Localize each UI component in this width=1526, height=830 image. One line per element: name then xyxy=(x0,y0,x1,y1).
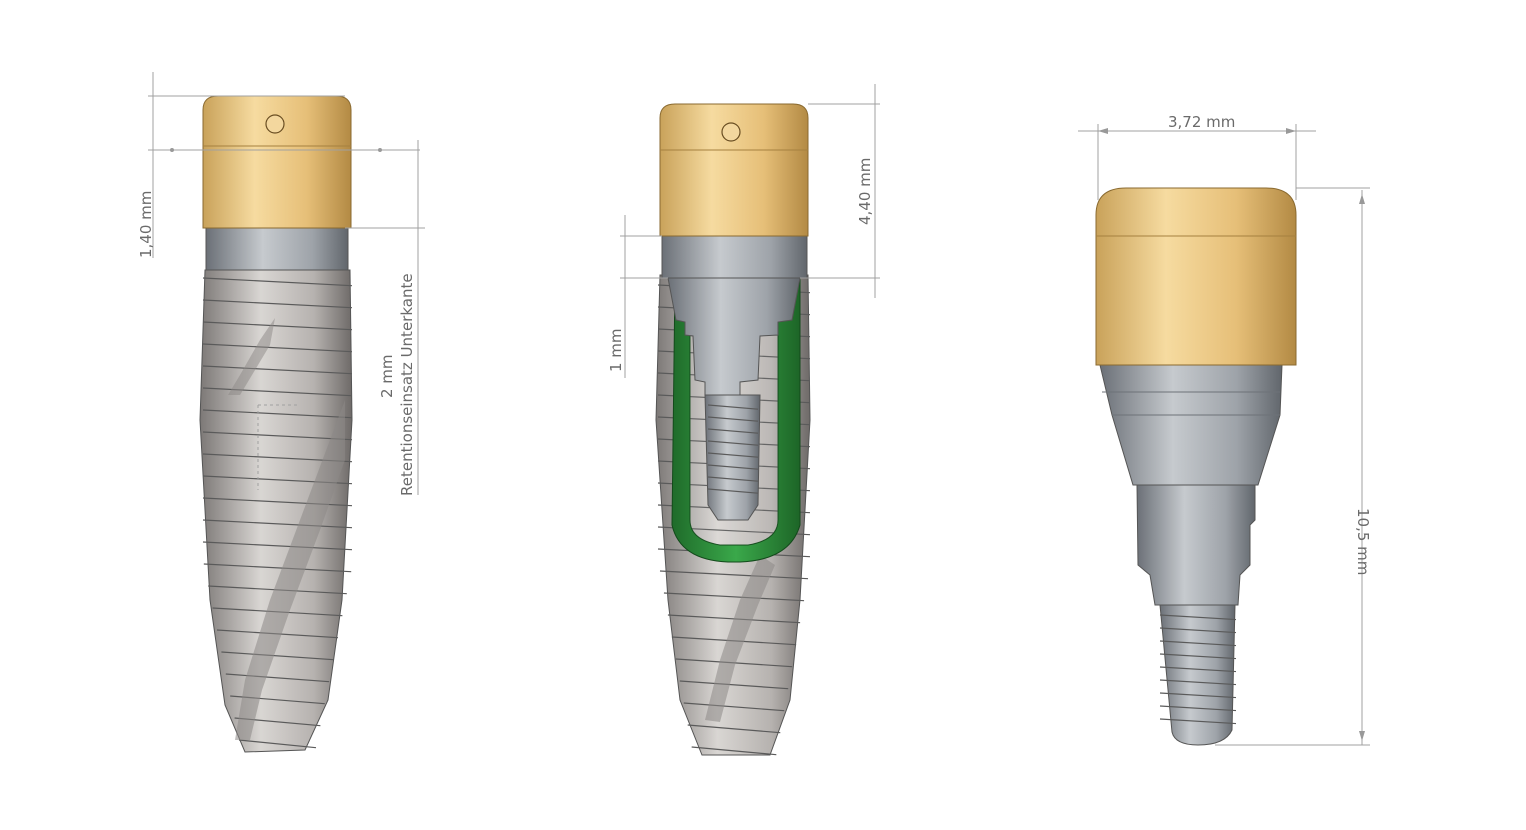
left-collar-dim-label: 1,40 mm xyxy=(137,191,155,258)
middle-pin-hole xyxy=(721,122,741,142)
left-implant-threads xyxy=(202,277,353,749)
thread-line xyxy=(1159,692,1237,699)
right-dimensions: 3,72 mm 10,5 mm xyxy=(1078,113,1372,746)
thread-line xyxy=(707,452,759,458)
middle-abutment-screw xyxy=(704,394,761,521)
left-implant-flute-upper xyxy=(228,318,275,395)
thread-line xyxy=(1159,614,1237,621)
thread-line xyxy=(707,488,759,494)
middle-screw-threads xyxy=(707,404,759,494)
thread-line xyxy=(202,431,353,441)
thread-line xyxy=(202,277,353,287)
left-implant-body xyxy=(199,269,353,753)
right-abutment-lower-shaft xyxy=(1136,484,1256,606)
thread-line xyxy=(1159,705,1237,712)
thread-line xyxy=(687,724,781,734)
thread-line xyxy=(221,651,334,661)
left-dimensions: 1,40 mm 2 mm Retentionseinsatz Unterkant… xyxy=(137,72,425,496)
thread-line xyxy=(202,409,353,419)
thread-line xyxy=(683,702,785,712)
thread-line xyxy=(707,464,759,470)
middle-implant xyxy=(655,103,811,756)
thread-line xyxy=(679,680,789,690)
left-implant-flute xyxy=(235,400,345,740)
thread-line xyxy=(1159,653,1237,660)
thread-line xyxy=(202,321,353,331)
left-implant-neck xyxy=(205,227,349,271)
thread-line xyxy=(238,739,317,749)
middle-gold-head xyxy=(659,103,809,237)
right-screw-threads xyxy=(1159,614,1237,725)
middle-height-dim-label: 4,40 mm xyxy=(856,158,874,225)
thread-line xyxy=(707,440,759,446)
thread-line xyxy=(1159,679,1237,686)
left-insert-edge-label: Retentionseinsatz Unterkante xyxy=(398,273,416,496)
thread-line xyxy=(1159,640,1237,647)
thread-line xyxy=(1159,718,1237,725)
right-abutment-gold-cap xyxy=(1095,187,1297,366)
thread-line xyxy=(707,404,759,410)
left-implant-pin-hole xyxy=(265,114,285,134)
left-insert-dim-label: 2 mm xyxy=(378,354,396,398)
thread-line xyxy=(659,570,809,580)
thread-line xyxy=(202,299,353,309)
thread-line xyxy=(225,673,330,683)
left-implant xyxy=(199,95,353,753)
middle-dimensions: 4,40 mm 1 mm xyxy=(607,84,880,378)
right-abutment xyxy=(1095,187,1297,746)
thread-line xyxy=(663,592,805,602)
thread-line xyxy=(203,563,352,573)
thread-line xyxy=(202,387,353,397)
thread-line xyxy=(707,428,759,434)
thread-line xyxy=(1159,666,1237,673)
thread-line xyxy=(202,519,353,529)
thread-line xyxy=(1159,627,1237,634)
middle-implant-flute xyxy=(705,555,775,722)
middle-abutment-collar xyxy=(661,235,808,279)
thread-line xyxy=(202,343,353,353)
thread-line xyxy=(202,541,353,551)
middle-gap-dim-label: 1 mm xyxy=(607,328,625,372)
thread-line xyxy=(707,416,759,422)
right-diameter-dim-label: 3,72 mm xyxy=(1168,113,1235,131)
right-abutment-taper xyxy=(1099,364,1283,486)
right-abutment-screw xyxy=(1159,604,1236,746)
thread-line xyxy=(202,365,353,375)
thread-line xyxy=(691,746,777,756)
right-length-dim-label: 10,5 mm xyxy=(1354,508,1372,575)
thread-line xyxy=(707,476,759,482)
